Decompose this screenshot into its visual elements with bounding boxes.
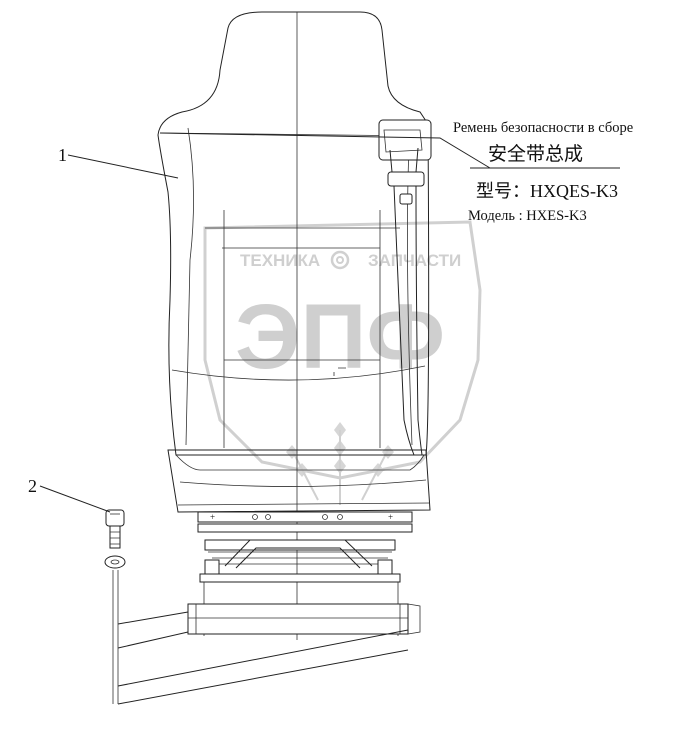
washer bbox=[104, 555, 126, 569]
leader-line-2 bbox=[39, 485, 111, 513]
belt-label-chinese: 安全带总成 bbox=[488, 143, 583, 165]
watermark-left-word: ТЕХНИКА bbox=[240, 251, 320, 270]
watermark-right-word: ЗАПЧАСТИ bbox=[368, 251, 461, 270]
watermark-logo: ЭПФ bbox=[235, 286, 445, 388]
leader-line-belt bbox=[159, 132, 491, 169]
seat-belt bbox=[378, 119, 432, 456]
seat-base: + + bbox=[117, 449, 431, 705]
svg-text:+: + bbox=[388, 512, 393, 522]
bolt bbox=[105, 509, 125, 549]
watermark: ТЕХНИКА ЗАПЧАСТИ ЭПФ bbox=[203, 220, 482, 505]
callout-number: 1 bbox=[58, 145, 67, 165]
svg-text:+: + bbox=[210, 512, 215, 522]
belt-model-cn: 型号：HXQES-K3 bbox=[476, 181, 618, 201]
bolt-and-washer bbox=[104, 509, 126, 704]
leader-line-1 bbox=[67, 154, 179, 179]
belt-label-russian: Ремень безопасности в сборе bbox=[453, 120, 633, 136]
wheat-ear-icon bbox=[286, 422, 394, 505]
callout-number: 2 bbox=[28, 476, 37, 496]
belt-model-ru: Модель : HXES-K3 bbox=[468, 208, 587, 224]
gear-icon bbox=[330, 250, 350, 270]
